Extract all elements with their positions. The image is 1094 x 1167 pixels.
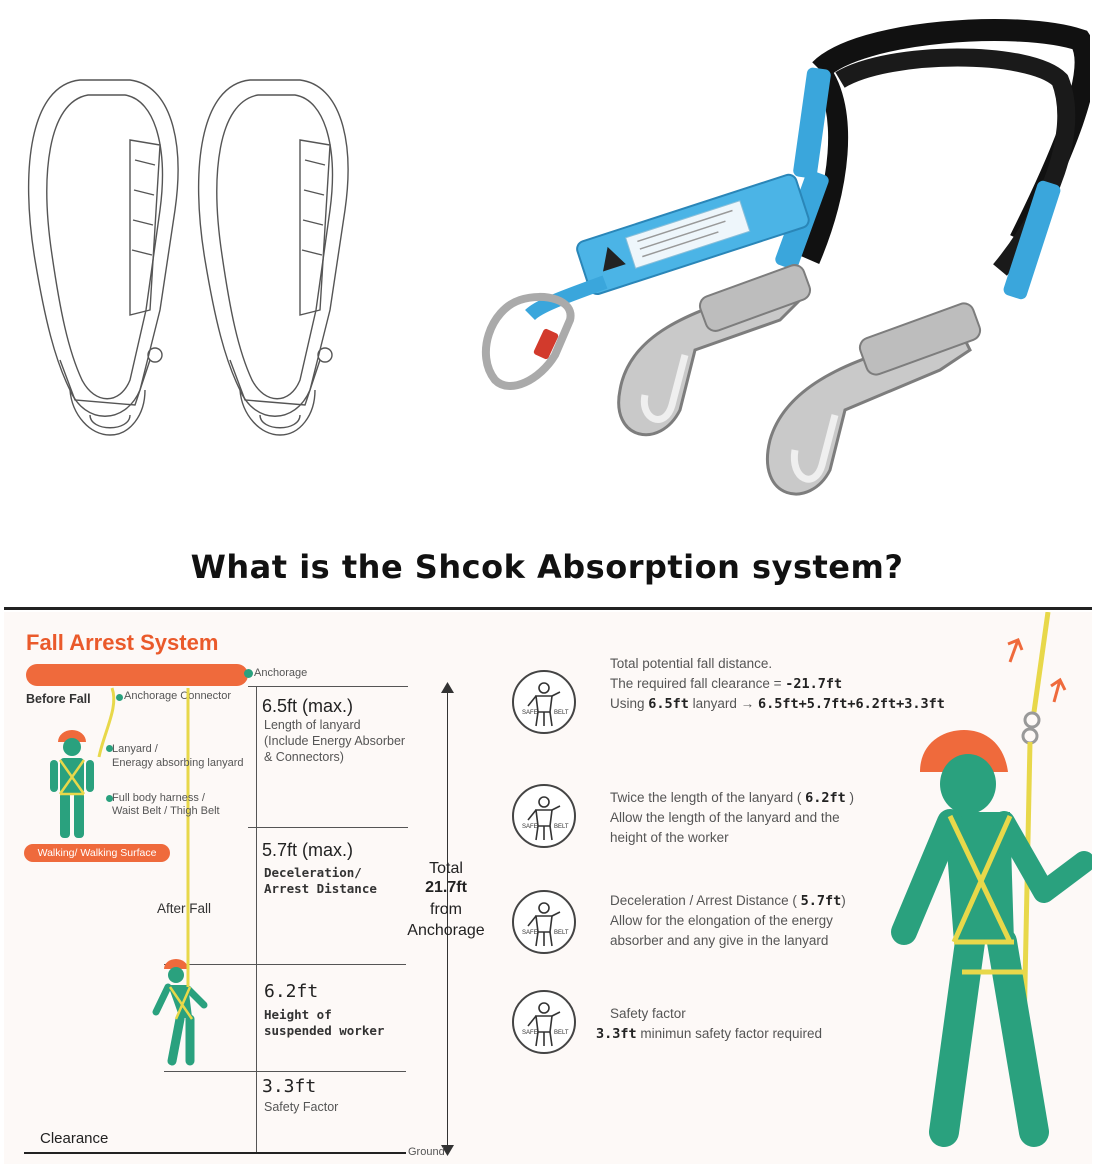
harness-dot — [106, 795, 113, 802]
total-arrow-line — [447, 688, 448, 1152]
safe-belt-icon: SAFE BELT — [512, 990, 576, 1054]
lanyard-lines — [97, 687, 190, 962]
walking-surface-bar: Walking/ Walking Surface — [24, 844, 170, 862]
seg2-line-1: Deceleration/ — [264, 865, 362, 880]
explanation-3-line-3: absorber and any give in the lanyard — [610, 933, 829, 948]
svg-text:SAFE: SAFE — [522, 930, 538, 936]
section-divider — [4, 607, 1092, 610]
anchorage-connector-dot — [116, 694, 123, 701]
explanation-2-line-1: Twice the length of the lanyard ( 6.2ft … — [610, 790, 855, 806]
explanation-4-line-1: Safety factor — [610, 1006, 686, 1021]
seg1-line-2: (Include Energy Absorber — [264, 734, 406, 748]
explanation-2-line-3: height of the worker — [610, 830, 729, 845]
svg-text:BELT: BELT — [554, 930, 569, 936]
total-arrow-up-icon — [441, 682, 454, 693]
anchorage-dot — [244, 669, 253, 678]
explanation-3-line-2: Allow for the elongation of the energy — [610, 913, 833, 928]
harness-label-1: Full body harness / — [112, 792, 205, 804]
safety-line — [164, 1071, 406, 1072]
seg1-line-1: Length of lanyard — [264, 718, 361, 732]
ground-label: Ground — [408, 1146, 445, 1158]
explanation-1-line-3: Using 6.5ft lanyard → 6.5ft+5.7ft+6.2ft+… — [610, 696, 945, 712]
total-line-2: 21.7ft — [425, 879, 467, 896]
safe-belt-icon: SAFE BELT — [512, 670, 576, 734]
explanation-1-line-1: Total potential fall distance. — [610, 656, 773, 671]
explanation-4-line-2: 3.3ft minimun safety factor required — [596, 1026, 822, 1042]
headline: What is the Shcok Absorption system? — [190, 548, 904, 586]
fall-arrest-infographic: Fall Arrest System Anchorage Before Fall… — [4, 612, 1092, 1164]
safe-belt-icon: SAFE BELT — [512, 784, 576, 848]
explanation-2-line-2: Allow the length of the lanyard and the — [610, 810, 840, 825]
seg1-line-3: & Connectors) — [264, 750, 344, 764]
after-fall-label: After Fall — [157, 901, 212, 916]
svg-text:BELT: BELT — [554, 1030, 569, 1036]
clearance-label: Clearance — [40, 1130, 109, 1147]
diagram-title: Fall Arrest System — [26, 630, 219, 655]
svg-text:SAFE: SAFE — [522, 1030, 538, 1036]
worker-after-fall-icon — [152, 957, 208, 1066]
safe-icon-left-text: SAFE — [522, 710, 538, 716]
anchorage-label: Anchorage — [254, 667, 308, 679]
lanyard-label-1: Lanyard / — [112, 743, 158, 755]
worker-before-fall-icon — [50, 730, 94, 838]
anchorage-bar — [26, 664, 248, 686]
anchorage-line — [248, 686, 408, 687]
before-fall-label: Before Fall — [26, 692, 91, 706]
seg2-line-2: Arrest Distance — [264, 881, 377, 896]
suspended-line — [164, 964, 406, 965]
suspended-worker-illustration — [891, 612, 1092, 1147]
safe-icon-right-text: BELT — [554, 710, 569, 716]
lanyard-dot — [106, 745, 113, 752]
ground-line — [24, 1152, 406, 1154]
seg4-value: 3.3ft — [262, 1076, 317, 1097]
anchorage-connector-label: Anchorage Connector — [124, 690, 232, 702]
seg3-value: 6.2ft — [264, 981, 319, 1002]
lanyard-product-photo — [482, 19, 1090, 496]
harness-label-2: Waist Belt / Thigh Belt — [112, 805, 220, 817]
total-line-3: from — [430, 901, 462, 918]
walking-surface-line — [248, 827, 408, 828]
total-line-1: Total — [429, 860, 463, 877]
svg-text:BELT: BELT — [554, 824, 569, 830]
total-arrow-down-icon — [441, 1145, 454, 1156]
hook-line-drawings — [27, 79, 349, 436]
total-line-4: Anchorage — [407, 922, 485, 939]
seg4-line-1: Safety Factor — [264, 1100, 339, 1114]
seg3-line-1: Height of — [264, 1007, 332, 1022]
svg-text:SAFE: SAFE — [522, 824, 538, 830]
seg2-value: 5.7ft (max.) — [262, 840, 354, 860]
lanyard-label-2: Eneragy absorbing lanyard — [112, 757, 244, 769]
seg3-line-2: suspended worker — [264, 1023, 385, 1038]
explanation-1-line-2: The required fall clearance = -21.7ft — [610, 676, 843, 692]
explanation-3-line-1: Deceleration / Arrest Distance ( 5.7ft) — [610, 893, 846, 909]
safe-belt-icon: SAFE BELT — [512, 890, 576, 954]
measure-line — [256, 686, 257, 1152]
product-photo-section — [27, 19, 1090, 496]
seg1-value: 6.5ft (max.) — [262, 696, 354, 716]
